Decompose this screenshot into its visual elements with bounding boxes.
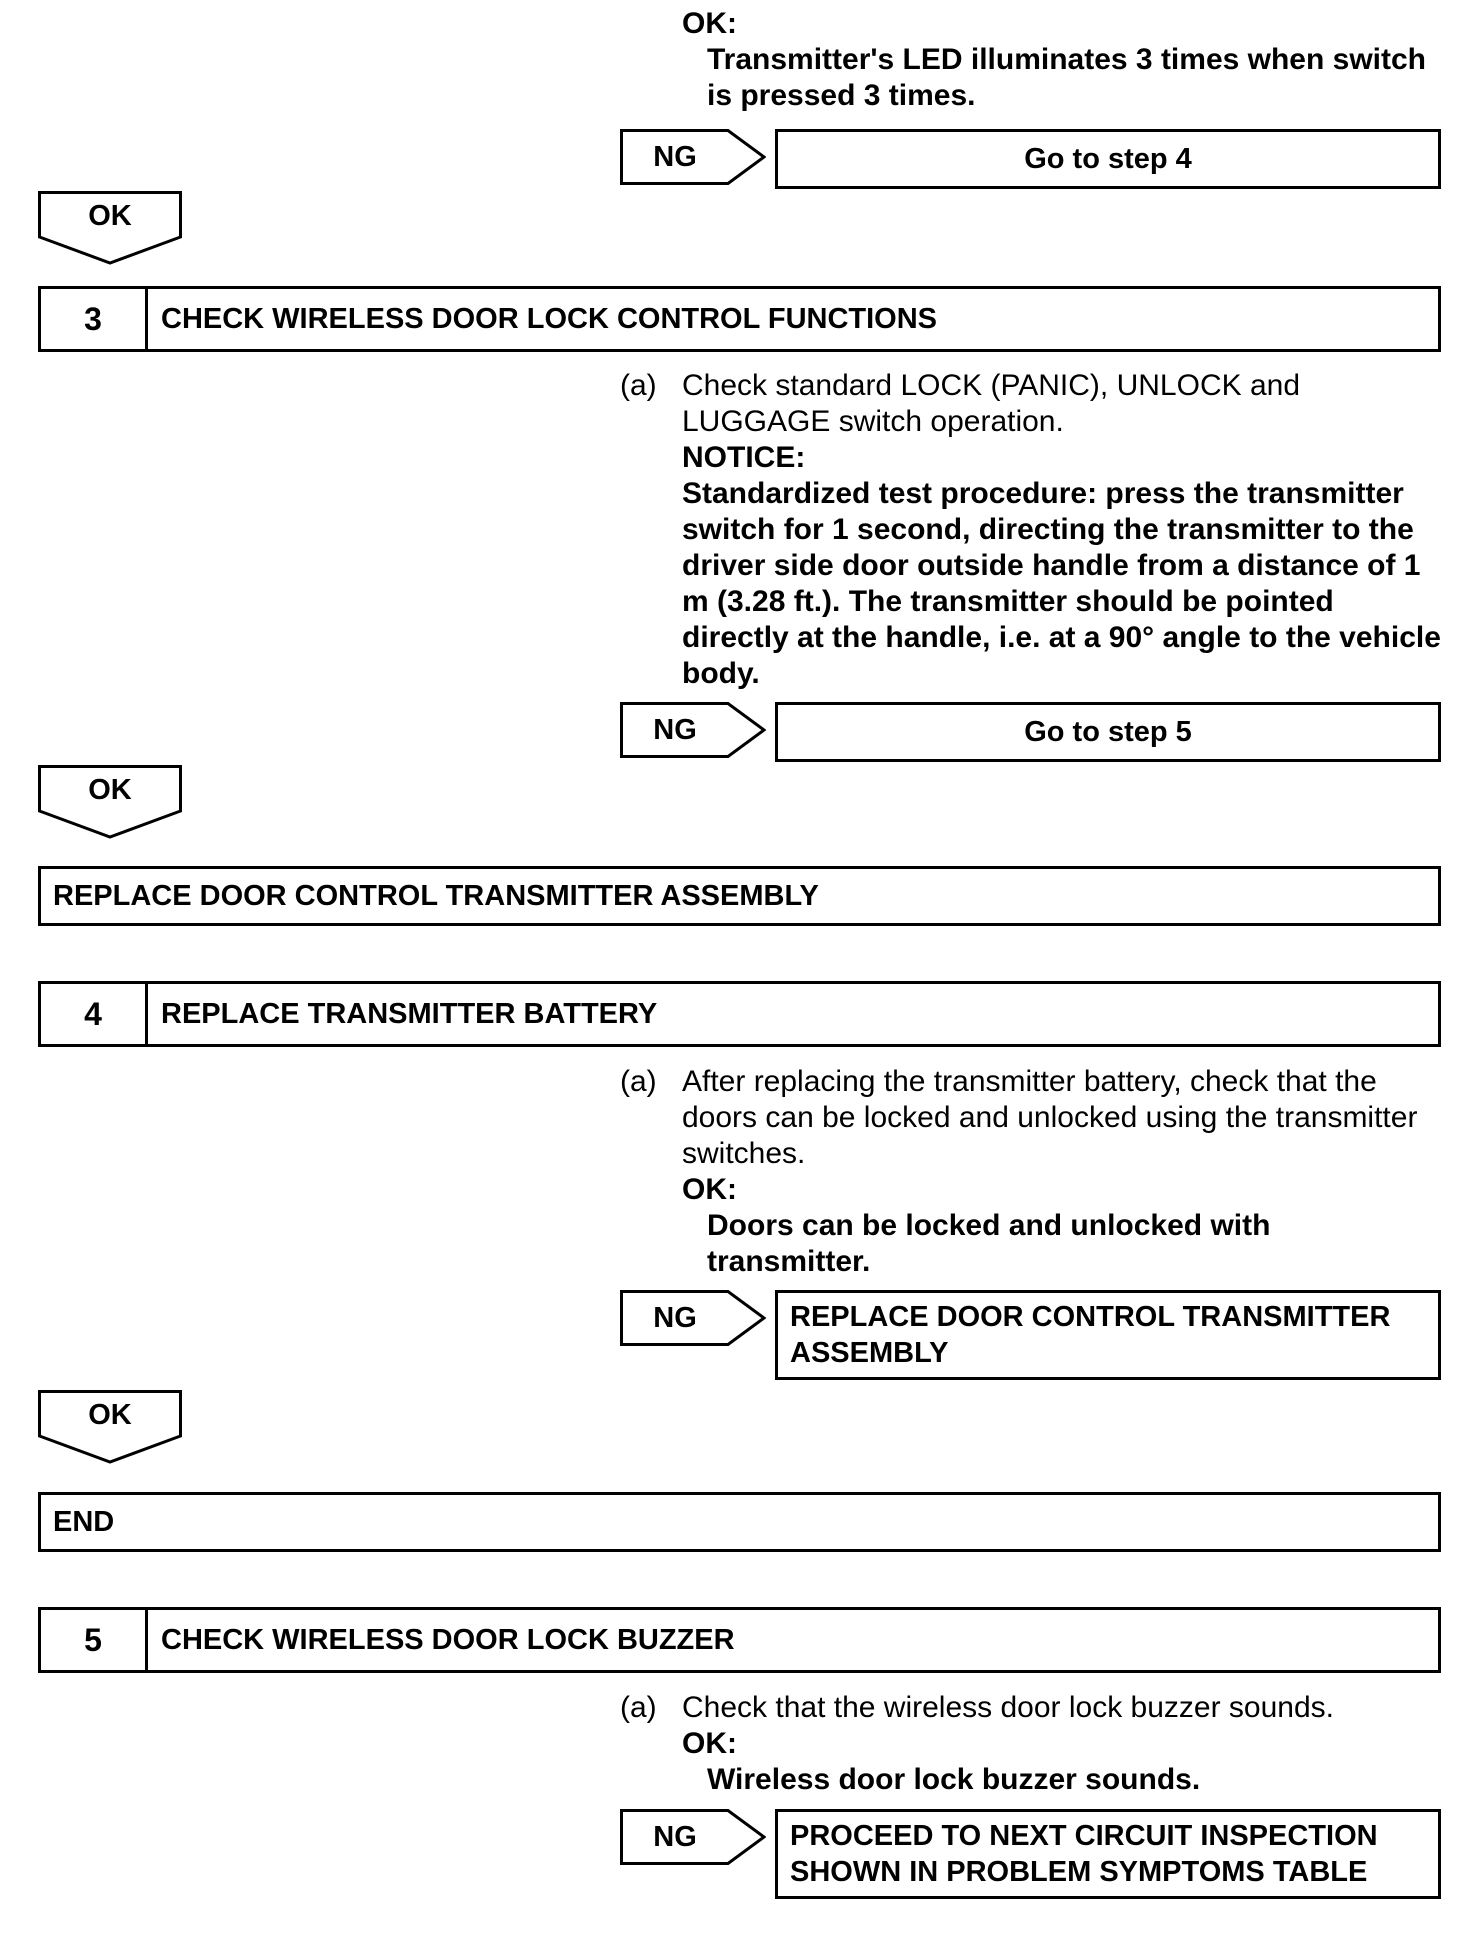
instruction-line: After replacing the transmitter battery,… <box>682 1065 1377 1098</box>
ok-criteria-line: Transmitter's LED illuminates 3 times wh… <box>707 43 1427 76</box>
ng-target-box: Go to step 4 <box>775 129 1441 189</box>
instruction-line: LUGGAGE switch operation. <box>682 405 1064 438</box>
ng-target-box: REPLACE DOOR CONTROL TRANSMITTER ASSEMBL… <box>775 1290 1441 1380</box>
notice-line: directly at the handle, i.e. at a 90° an… <box>682 621 1441 654</box>
ok-label: OK: <box>682 1173 737 1206</box>
ok-criteria-line: Wireless door lock buzzer sounds. <box>707 1763 1201 1796</box>
ng-label: NG <box>653 141 697 173</box>
ng-target-line: SHOWN IN PROBLEM SYMPTOMS TABLE <box>790 1856 1368 1888</box>
ng-target-line: PROCEED TO NEXT CIRCUIT INSPECTION <box>790 1820 1378 1852</box>
item-mark: (a) <box>620 1691 657 1724</box>
step-number: 3 <box>41 289 148 349</box>
notice-line: Standardized test procedure: press the t… <box>682 477 1404 510</box>
step-title: CHECK WIRELESS DOOR LOCK BUZZER <box>161 1624 735 1656</box>
ng-arrow: NG <box>620 129 766 185</box>
ng-label: NG <box>653 1821 697 1853</box>
ok-label: OK: <box>682 7 737 40</box>
result-box: REPLACE DOOR CONTROL TRANSMITTER ASSEMBL… <box>38 866 1441 926</box>
ng-label: NG <box>653 714 697 746</box>
step-title: CHECK WIRELESS DOOR LOCK CONTROL FUNCTIO… <box>161 303 938 335</box>
ng-arrow: NG <box>620 1809 766 1865</box>
instruction-line: Check that the wireless door lock buzzer… <box>682 1691 1334 1724</box>
notice-line: switch for 1 second, directing the trans… <box>682 513 1414 546</box>
ng-target-line: REPLACE DOOR CONTROL TRANSMITTER <box>790 1301 1391 1333</box>
notice-line: driver side door outside handle from a d… <box>682 549 1421 582</box>
step-4-header: 4 REPLACE TRANSMITTER BATTERY <box>38 981 1441 1047</box>
instruction-line: doors can be locked and unlocked using t… <box>682 1101 1418 1134</box>
step-number: 5 <box>41 1610 148 1670</box>
ok-criteria-line: Doors can be locked and unlocked with <box>707 1209 1271 1242</box>
notice-line: m (3.28 ft.). The transmitter should be … <box>682 585 1334 618</box>
ok-arrow-label: OK <box>88 200 132 232</box>
ok-arrow-label: OK <box>88 774 132 806</box>
instruction-line: switches. <box>682 1137 806 1170</box>
ok-criteria-line: is pressed 3 times. <box>707 79 976 112</box>
item-mark: (a) <box>620 1065 657 1098</box>
ok-arrow: OK <box>38 765 182 839</box>
ng-label: NG <box>653 1302 697 1334</box>
step-title: REPLACE TRANSMITTER BATTERY <box>161 998 658 1030</box>
step-number: 4 <box>41 984 148 1044</box>
ok-label: OK: <box>682 1727 737 1760</box>
step-5-header: 5 CHECK WIRELESS DOOR LOCK BUZZER <box>38 1607 1441 1673</box>
ng-arrow: NG <box>620 1290 766 1346</box>
instruction-line: Check standard LOCK (PANIC), UNLOCK and <box>682 369 1301 402</box>
item-mark: (a) <box>620 369 657 402</box>
ok-criteria-line: transmitter. <box>707 1245 871 1278</box>
ng-target-box: PROCEED TO NEXT CIRCUIT INSPECTION SHOWN… <box>775 1809 1441 1899</box>
ng-target-line: ASSEMBLY <box>790 1337 949 1369</box>
result-box: END <box>38 1492 1441 1552</box>
ok-arrow-label: OK <box>88 1399 132 1431</box>
ok-arrow: OK <box>38 1390 182 1464</box>
step-3-header: 3 CHECK WIRELESS DOOR LOCK CONTROL FUNCT… <box>38 286 1441 352</box>
ng-arrow: NG <box>620 702 766 758</box>
notice-line: body. <box>682 657 760 690</box>
ok-arrow: OK <box>38 191 182 265</box>
ng-target-box: Go to step 5 <box>775 702 1441 762</box>
notice-label: NOTICE: <box>682 441 806 474</box>
